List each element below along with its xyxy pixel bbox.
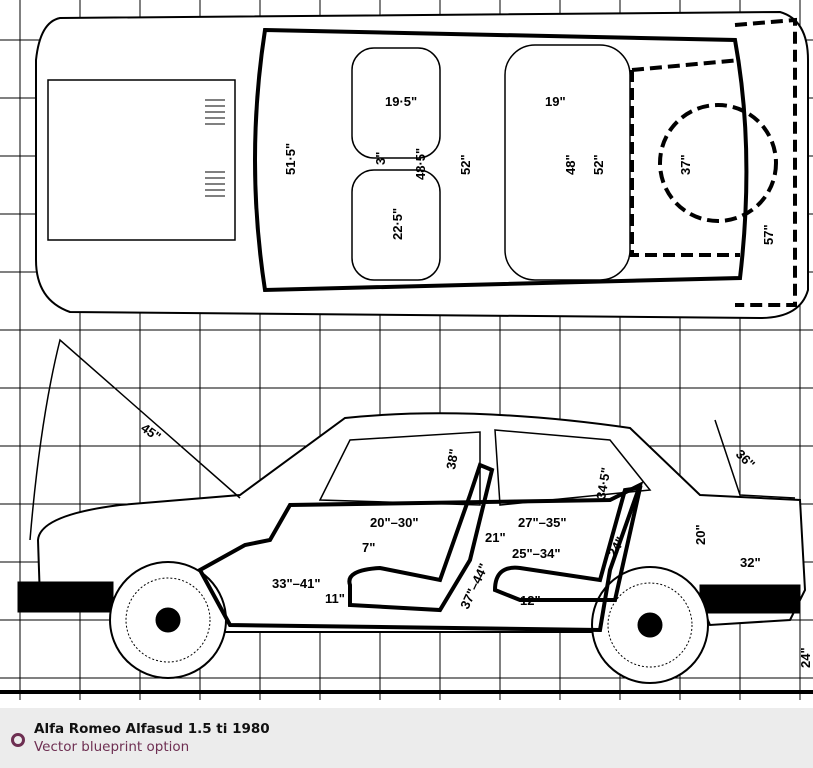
- open-hood: [29, 338, 241, 541]
- dim-label: 45": [138, 420, 163, 444]
- dim-label: 48": [563, 154, 578, 175]
- dim-label: 11": [325, 591, 345, 606]
- side-view: [17, 338, 807, 684]
- dim-label: 3": [373, 152, 388, 165]
- cabin-outline: [253, 27, 749, 293]
- dim-label: 12": [520, 593, 541, 608]
- dim-label: 19·5": [385, 94, 417, 109]
- dim-label: 27"–35": [518, 515, 566, 530]
- boot-dashed: [630, 58, 741, 257]
- car-blueprint-drawing: 19·5" 51·5" 3" 48·5" 52" 22·5" 19" 48" 5…: [0, 0, 813, 700]
- front-bumper: [17, 581, 114, 613]
- hood-vent: [205, 99, 225, 197]
- dim-label: 34·5": [593, 466, 613, 500]
- dim-label: 57": [761, 224, 776, 245]
- dim-label: 24": [798, 647, 813, 668]
- seat-front-left: [351, 47, 441, 159]
- dim-label: 37": [678, 154, 693, 175]
- dim-label: 32": [740, 555, 761, 570]
- spare-wheel-dashed: [658, 103, 778, 223]
- rear-seat: [492, 485, 643, 602]
- dim-label: 25"–34": [512, 546, 560, 561]
- dim-label: 20"–30": [370, 515, 418, 530]
- hood: [47, 79, 236, 241]
- bullet-ring-icon: [11, 733, 25, 747]
- rear-wheel: [591, 566, 709, 684]
- dim-label: 22·5": [390, 208, 405, 240]
- dim-label: 38": [443, 448, 461, 471]
- dim-label: 51·5": [283, 143, 298, 175]
- dim-label: 52": [458, 154, 473, 175]
- dim-label: 33"–41": [272, 576, 320, 591]
- dim-label: 21": [485, 530, 506, 545]
- caption-bar: Alfa Romeo Alfasud 1.5 ti 1980 Vector bl…: [0, 708, 813, 768]
- rear-bumper: [699, 584, 801, 614]
- tailgate-open: [714, 419, 796, 499]
- seat-front-right: [351, 169, 441, 281]
- top-view: [35, 10, 809, 320]
- tailgate-dashed: [734, 17, 797, 307]
- dim-label: 20": [693, 524, 708, 545]
- dim-label: 7": [362, 540, 375, 555]
- dim-label: 48·5": [413, 148, 428, 180]
- caption-subtitle[interactable]: Vector blueprint option: [34, 739, 190, 755]
- ground-line: [0, 690, 813, 694]
- caption-title: Alfa Romeo Alfasud 1.5 ti 1980: [34, 721, 270, 737]
- dim-label: 52": [591, 154, 606, 175]
- top-dimension-labels: 19·5" 51·5" 3" 48·5" 52" 22·5" 19" 48" 5…: [283, 94, 776, 245]
- front-seat: [347, 462, 495, 613]
- dim-label: 19": [545, 94, 566, 109]
- front-wheel: [109, 561, 227, 679]
- dim-label: 36": [733, 447, 758, 472]
